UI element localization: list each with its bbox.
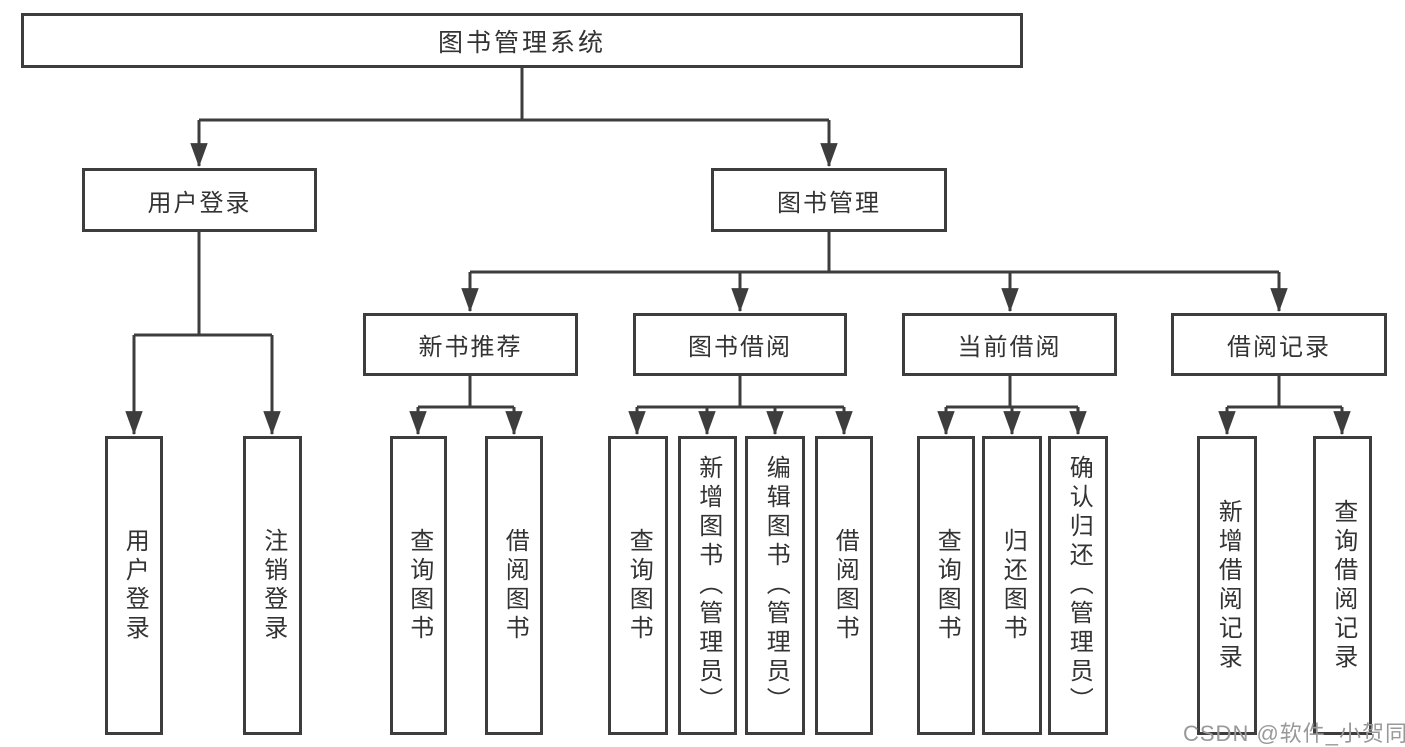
node-borrowing-records-label: 借阅记录 [1227, 334, 1331, 361]
leaf-query-books-current-label: 查询图书 [933, 527, 961, 644]
leaf-add-books-admin-label: 新增图书（管理员） [694, 455, 722, 716]
node-current-borrowing-label: 当前借阅 [957, 334, 1062, 361]
leaf-user-login-label: 用户登录 [121, 527, 149, 644]
leaf-logout-label: 注销登录 [259, 527, 287, 644]
leaf-query-books-borrowing: 查询图书 [608, 436, 668, 735]
leaf-add-borrow-record: 新增借阅记录 [1197, 436, 1257, 735]
node-root: 图书管理系统 [21, 13, 1023, 68]
leaf-add-books-admin: 新增图书（管理员） [678, 436, 737, 735]
leaf-query-books-recommend-label: 查询图书 [405, 527, 433, 644]
leaf-borrow-books-borrowing-label: 借阅图书 [831, 527, 859, 644]
leaf-return-books-label: 归还图书 [999, 527, 1027, 644]
leaf-add-borrow-record-label: 新增借阅记录 [1214, 498, 1242, 673]
leaf-edit-books-admin: 编辑图书（管理员） [745, 436, 805, 735]
leaf-query-books-recommend: 查询图书 [390, 436, 447, 735]
node-book-management-label: 图书管理 [777, 189, 881, 217]
leaf-borrow-books-borrowing: 借阅图书 [815, 436, 873, 735]
leaf-query-borrow-record: 查询借阅记录 [1313, 436, 1372, 735]
leaf-query-books-current: 查询图书 [917, 436, 975, 735]
node-user-login-label: 用户登录 [147, 189, 252, 217]
node-new-book-recommend: 新书推荐 [363, 313, 578, 376]
leaf-confirm-return-admin-label: 确认归还（管理员） [1065, 455, 1093, 716]
leaf-confirm-return-admin: 确认归还（管理员） [1048, 436, 1108, 735]
leaf-query-borrow-record-label: 查询借阅记录 [1329, 498, 1357, 673]
leaf-borrow-books-recommend: 借阅图书 [485, 436, 543, 735]
leaf-query-books-borrowing-label: 查询图书 [625, 527, 653, 644]
node-user-login: 用户登录 [82, 168, 317, 232]
leaf-return-books: 归还图书 [982, 436, 1042, 735]
node-borrowing-records: 借阅记录 [1171, 313, 1387, 376]
leaf-borrow-books-recommend-label: 借阅图书 [501, 527, 529, 644]
leaf-user-login: 用户登录 [105, 436, 163, 735]
node-book-borrowing: 图书借阅 [633, 313, 847, 376]
csdn-watermark: CSDN @软件_小贺同学 [1183, 721, 1405, 746]
leaf-logout: 注销登录 [243, 436, 302, 735]
node-book-borrowing-label: 图书借阅 [688, 334, 792, 361]
leaf-edit-books-admin-label: 编辑图书（管理员） [762, 455, 790, 716]
node-current-borrowing: 当前借阅 [902, 313, 1117, 376]
node-new-book-recommend-label: 新书推荐 [418, 334, 523, 361]
node-root-label: 图书管理系统 [437, 28, 606, 57]
node-book-management: 图书管理 [711, 168, 947, 232]
